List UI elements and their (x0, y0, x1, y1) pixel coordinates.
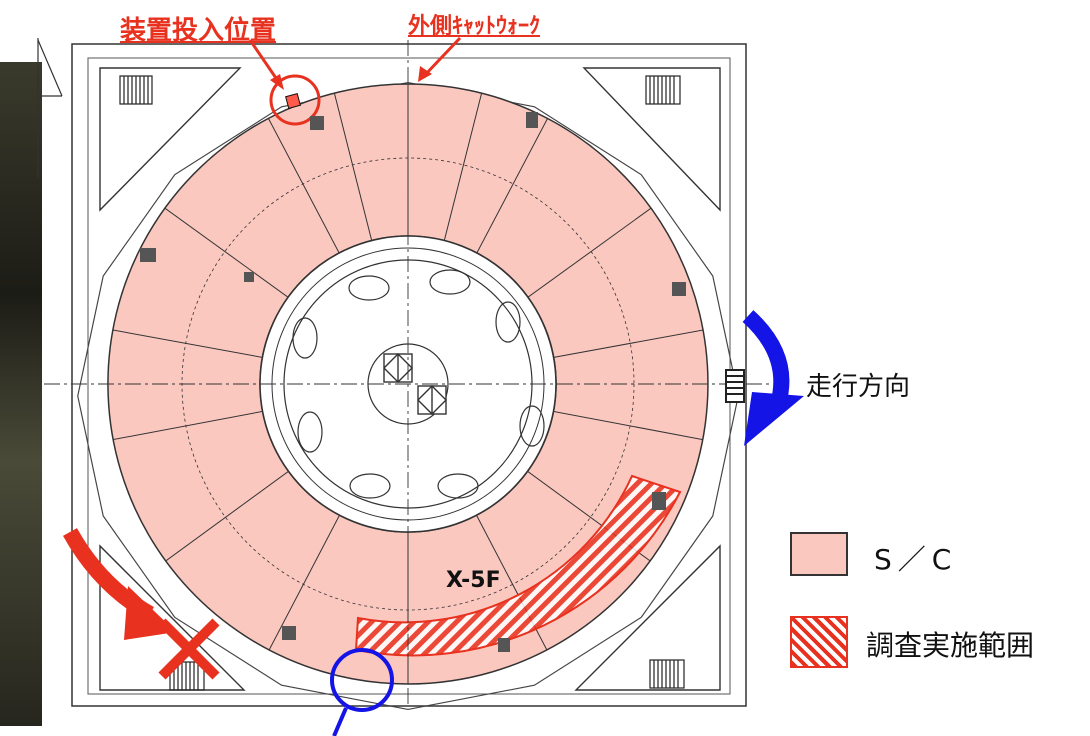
corner-room-top-right (582, 67, 721, 212)
insert-marker-circle-icon (269, 74, 321, 126)
legend-survey-swatch (790, 616, 848, 668)
pointer-line-slant (37, 39, 63, 97)
outer-catwalk-outline (77, 82, 739, 710)
travel-direction-label: 走行方向 (806, 372, 911, 402)
stair-icon (169, 661, 205, 691)
insert-device-marker (285, 93, 301, 109)
blocked-cross-icon (158, 618, 220, 680)
legend-survey-label: 調査実施範囲 (866, 629, 1035, 662)
legend-sc-swatch (790, 532, 848, 576)
insert-position-label: 装置投入位置 (120, 16, 277, 46)
ladder-icon (725, 369, 745, 403)
section-label: X-5F (446, 568, 501, 593)
corner-room-bottom-right (574, 544, 721, 691)
stair-icon (649, 659, 685, 689)
background-photo-strip (0, 62, 42, 726)
catwalk-pointer-arrow (422, 36, 462, 78)
stair-icon (645, 75, 681, 105)
stair-icon (119, 75, 153, 105)
insert-pointer-arrow (248, 39, 282, 85)
vent-icon (292, 269, 545, 499)
legend-sc-label: S／C (874, 543, 958, 576)
outer-catwalk-label: 外側ｷｬｯﾄｳｫｰｸ (408, 14, 541, 39)
insert-pointer-arrowhead (270, 74, 284, 90)
travel-direction-arrow (742, 310, 790, 407)
corner-room-top-left (99, 67, 242, 212)
travel-direction-arrowhead (744, 392, 804, 446)
equipment-block-icon (140, 112, 686, 652)
building-outline (71, 43, 747, 707)
catwalk-pointer-arrowhead (418, 66, 432, 82)
center-hatch-icon (383, 353, 447, 415)
end-marker-pointer (332, 707, 348, 736)
end-marker-circle-icon (330, 648, 394, 712)
